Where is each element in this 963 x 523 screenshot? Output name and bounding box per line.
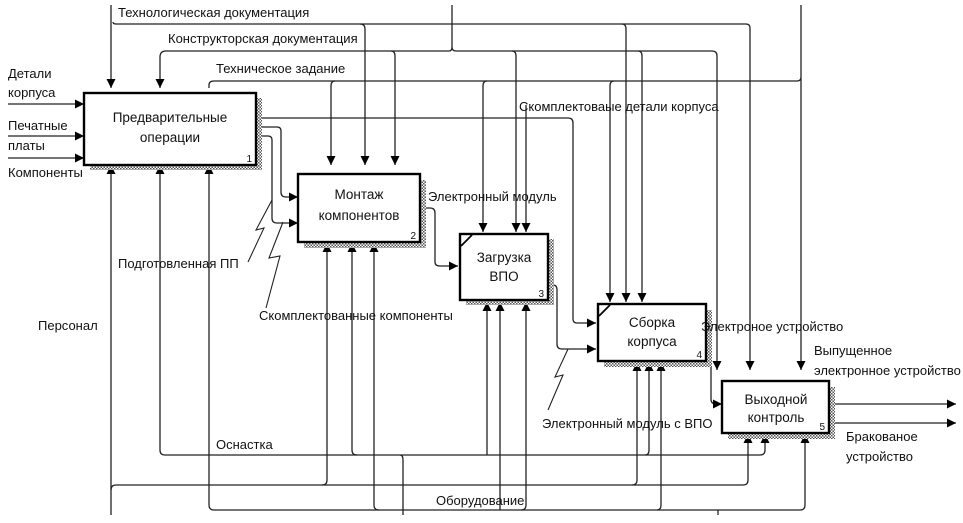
activity-a4-number: 4	[696, 350, 702, 361]
activity-a3[interactable]: Загрузка ВПО 3	[458, 232, 554, 305]
label-flow-kit-case: Скомплектоваые детали корпуса	[519, 99, 719, 114]
label-mechanism-equipment: Оборудование	[436, 493, 524, 508]
wires	[8, 5, 956, 515]
activity-a3-title-1: Загрузка	[477, 250, 532, 265]
activity-a3-number: 3	[538, 289, 544, 300]
control-spec-a2	[326, 80, 336, 165]
label-output-released-2: электронное устройство	[814, 363, 961, 378]
activity-a4-corner-mark	[598, 304, 611, 317]
squiggle-kit-components	[265, 221, 284, 309]
label-mechanism-tooling: Оснастка	[216, 437, 273, 452]
label-control-design-doc: Конструкторская документация	[168, 31, 358, 46]
control-tech-doc-a2	[359, 23, 370, 165]
control-spec-bus	[208, 5, 801, 370]
control-design-doc-a3	[511, 50, 521, 232]
control-tech-doc-a4	[621, 23, 631, 302]
bus-tooling-stub	[399, 454, 404, 515]
label-flow-prepared-pcb: Подготовленная ПП	[118, 256, 239, 271]
activity-a1-number: 1	[246, 154, 252, 165]
mechanism-a2-3	[369, 243, 380, 511]
label-output-released-1: Выпущенное	[814, 343, 892, 358]
label-input-details-2: корпуса	[8, 85, 56, 100]
control-design-doc-bus	[448, 5, 717, 370]
control-spec-a4	[605, 80, 615, 302]
label-flow-electronic-device: Электроное устройство	[701, 319, 843, 334]
label-input-details-1: Детали	[8, 66, 52, 81]
activity-a2[interactable]: Монтаж компонентов 2	[296, 172, 426, 248]
label-output-rejected-2: устройство	[846, 449, 913, 464]
flow-module-with-fw	[548, 284, 596, 354]
mechanism-equipment-a1	[204, 165, 215, 511]
activity-a4-title-2: корпуса	[627, 334, 677, 349]
activity-a4[interactable]: Сборка корпуса 4	[596, 302, 712, 367]
bus-personnel	[110, 434, 753, 491]
flow-electronic-module	[420, 207, 458, 271]
mechanism-a2-2	[347, 243, 358, 456]
activity-a2-title-1: Монтаж	[335, 187, 384, 202]
mechanism-a3-3	[520, 302, 531, 511]
activity-a5[interactable]: Выходной контроль 5	[720, 379, 835, 439]
flow-kit-components	[256, 135, 298, 228]
activity-a5-title-2: контроль	[748, 410, 805, 425]
mechanism-a4-3	[656, 362, 666, 511]
activity-a2-title-2: компонентов	[319, 208, 400, 223]
control-design-doc-a4	[637, 50, 647, 302]
activity-a5-title-1: Выходной	[745, 392, 808, 407]
squiggle-prepared-pcb	[247, 199, 273, 263]
label-flow-kit-components: Скомплектованные компоненты	[259, 308, 453, 323]
label-control-tech-doc: Технологическая документация	[118, 5, 309, 20]
activity-a1[interactable]: Предварительные операции 1	[82, 91, 262, 170]
label-output-rejected-1: Бракованое	[846, 429, 918, 444]
squiggle-module-with-fw	[547, 348, 569, 411]
activity-a1-title-2: операции	[140, 130, 200, 145]
activity-a5-number: 5	[819, 422, 825, 433]
control-design-doc-a1	[155, 50, 449, 88]
label-input-components: Компоненты	[8, 165, 83, 180]
control-tech-doc-bus	[112, 21, 755, 370]
flow-kit-case	[256, 117, 596, 328]
activity-a4-title-1: Сборка	[629, 315, 676, 330]
control-design-doc-a2	[390, 50, 400, 165]
label-input-pcb-1: Печатные	[8, 118, 68, 133]
activity-a2-number: 2	[410, 231, 416, 242]
label-flow-electronic-module: Электронный модуль	[428, 189, 557, 204]
labels: Детали корпуса Печатные платы Компоненты…	[8, 5, 961, 508]
mechanism-a4-2	[644, 362, 654, 456]
label-flow-module-with-fw: Электронный модуль с ВПО	[542, 416, 712, 431]
flow-prepared-pcb	[256, 126, 298, 202]
bus-equipment	[214, 434, 810, 511]
mechanism-tooling-a1	[155, 165, 166, 456]
mechanism-a2-1	[321, 243, 332, 486]
activity-a1-title-1: Предварительные	[113, 110, 228, 125]
label-mechanism-personnel: Персонал	[38, 318, 98, 333]
activity-a3-corner-mark	[460, 234, 473, 247]
activity-a3-title-2: ВПО	[489, 269, 518, 284]
label-input-pcb-2: платы	[8, 138, 45, 153]
control-spec-a3	[478, 80, 488, 232]
bus-tooling	[165, 434, 770, 456]
label-control-spec: Техническое задание	[216, 61, 345, 76]
